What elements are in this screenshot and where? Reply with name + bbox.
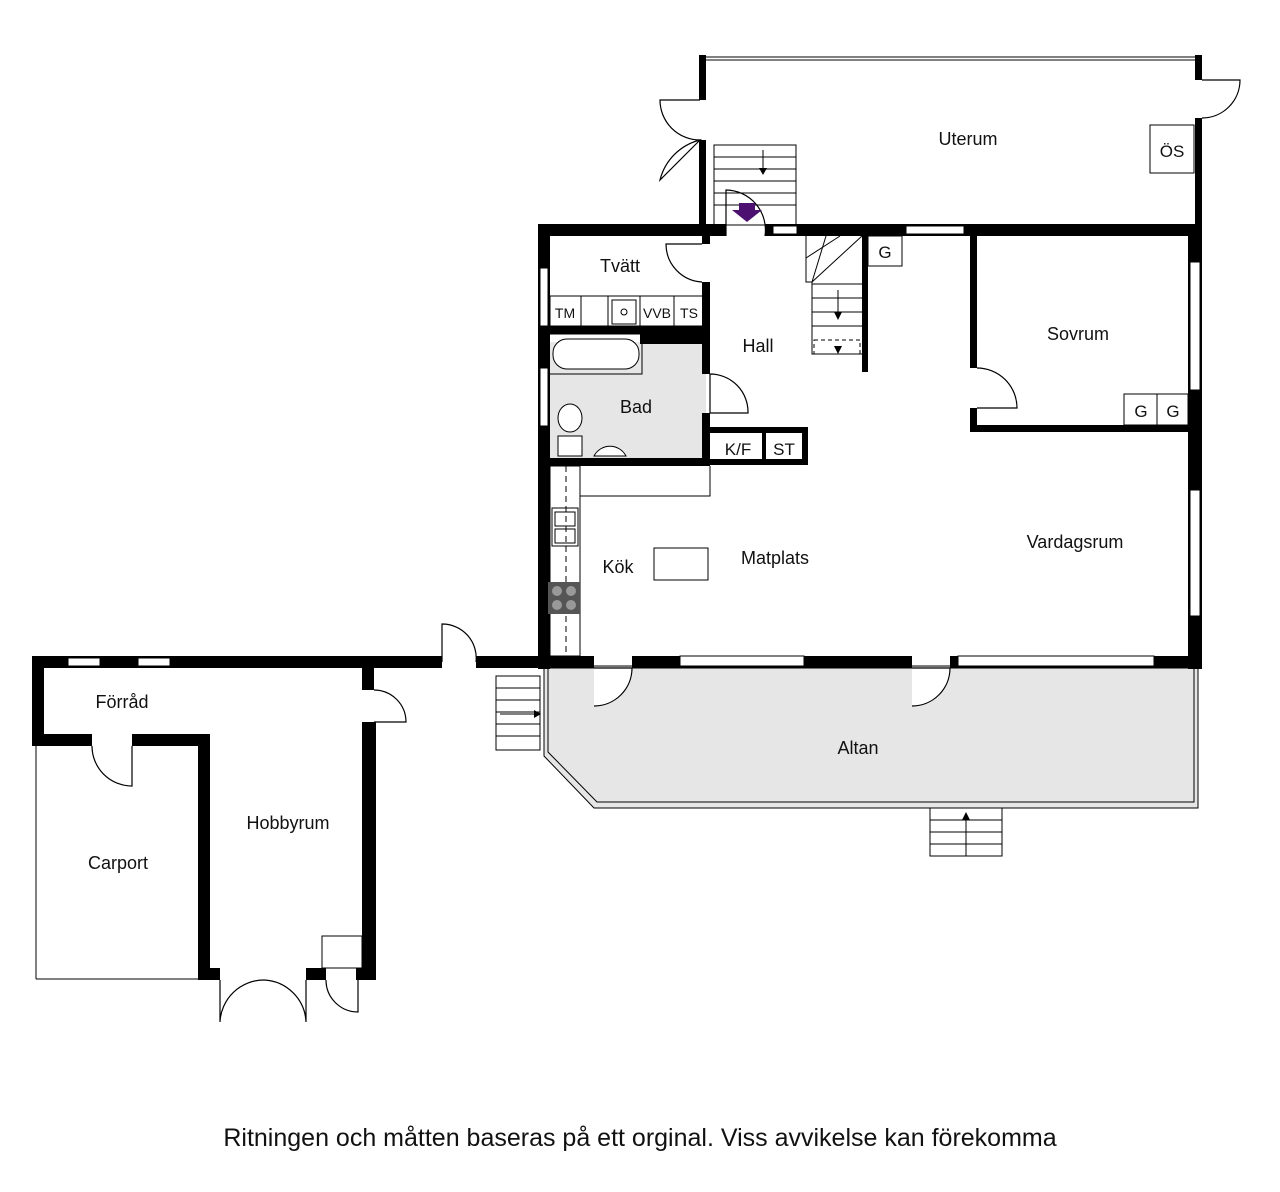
laundry-fixtures (549, 295, 707, 327)
label-kf: K/F (725, 440, 751, 459)
g-box-hall (867, 235, 903, 267)
label-tm: TM (555, 305, 575, 321)
windows (67, 225, 1201, 667)
room-altan: Altan (837, 738, 878, 758)
room-carport: Carport (88, 853, 148, 873)
room-forrad: Förråd (95, 692, 148, 712)
annex-walls (32, 656, 542, 980)
label-g-hall: G (878, 243, 891, 262)
label-ts: TS (680, 305, 698, 321)
room-tvatt: Tvätt (600, 256, 640, 276)
kitchen-fixtures (548, 465, 711, 657)
uterum-walls (699, 55, 1202, 235)
room-vardagsrum: Vardagsrum (1027, 532, 1124, 552)
label-g-sovrum-2: G (1166, 402, 1179, 421)
bathroom-fixtures (547, 333, 643, 457)
room-matplats: Matplats (741, 548, 809, 568)
dining-table (653, 547, 709, 581)
disclaimer-text: Ritningen och måtten baseras på ett orgi… (223, 1124, 1057, 1152)
label-vvb: VVB (643, 305, 671, 321)
room-sovrum: Sovrum (1047, 324, 1109, 344)
room-hobbyrum: Hobbyrum (246, 813, 329, 833)
os-box (1149, 124, 1195, 174)
room-kok: Kök (602, 557, 634, 577)
room-hall: Hall (742, 336, 773, 356)
label-g-sovrum-1: G (1134, 402, 1147, 421)
altan-floor (543, 665, 1199, 809)
g-box-sovrum (1123, 393, 1189, 426)
room-bad: Bad (620, 397, 652, 417)
label-os: ÖS (1160, 142, 1185, 161)
label-st: ST (773, 440, 795, 459)
entrance-arrow-icon (732, 203, 762, 222)
room-uterum: Uterum (938, 129, 997, 149)
